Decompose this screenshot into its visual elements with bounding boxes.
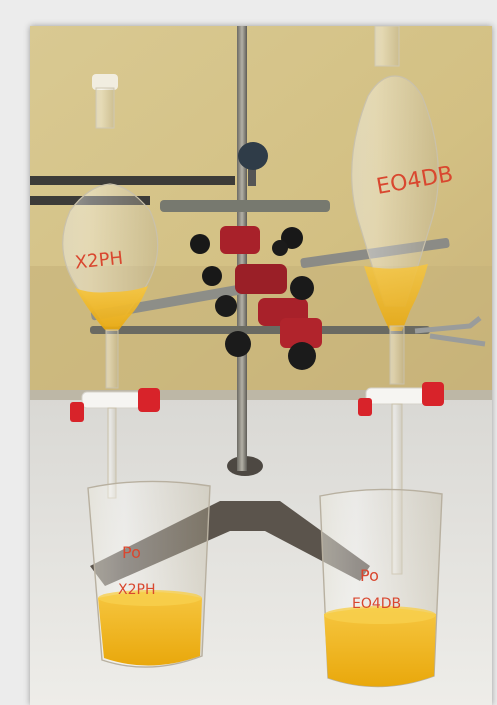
knob-6: [225, 331, 251, 357]
top-knob-stem: [248, 166, 256, 186]
stand-base: [90, 501, 370, 586]
right-lower-clamp: [414, 316, 486, 347]
left-beaker-label-bottom: X2PH: [118, 582, 155, 598]
knob-8: [272, 240, 288, 256]
knob-1: [190, 234, 210, 254]
left-beaker-label-top: Po: [122, 543, 141, 562]
photo: X2PH EO4DB Po X2PH: [30, 26, 492, 705]
right-beaker-label-top: Po: [360, 566, 379, 585]
right-beaker: [319, 488, 443, 688]
knob-4: [290, 276, 314, 300]
cross-rod: [160, 200, 330, 212]
knob-7: [288, 342, 316, 370]
lower-cross-rod: [90, 326, 430, 334]
knob-5: [215, 295, 237, 317]
bench-edge: [30, 390, 492, 400]
left-beaker: [87, 480, 211, 668]
left-funnel: [62, 74, 160, 499]
right-beaker-label-bottom: EO4DB: [352, 596, 401, 612]
boss-clamp-2: [235, 264, 287, 294]
left-rod-upper: [30, 176, 235, 185]
left-funnel-label: X2PH: [74, 248, 124, 274]
boss-clamp-4: [280, 318, 322, 348]
knob-3: [202, 266, 222, 286]
boss-clamp-1: [220, 226, 260, 254]
top-knob: [238, 142, 268, 170]
